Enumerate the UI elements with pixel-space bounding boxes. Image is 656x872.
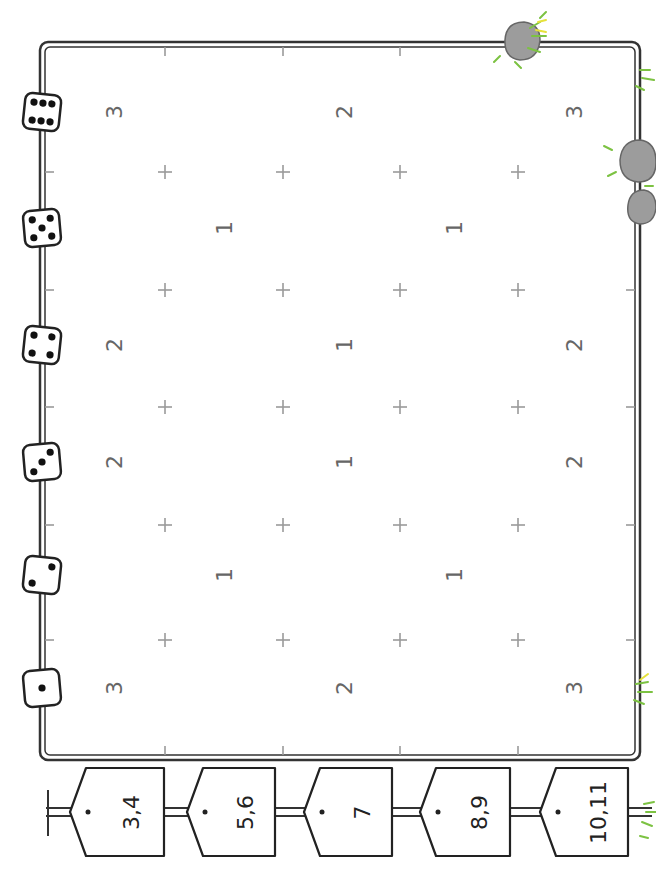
dice-row <box>22 92 62 707</box>
sign-label: 7 <box>350 805 375 819</box>
fence-sign: 5,6 <box>185 766 277 858</box>
cell-value: 2 <box>564 455 586 469</box>
cell-value: 3 <box>564 105 586 119</box>
cell-value: 2 <box>104 455 126 469</box>
sign-label: 10,11 <box>585 781 610 844</box>
cell-value: 1 <box>334 455 356 469</box>
cell-value: 1 <box>444 568 466 582</box>
cell-value: 2 <box>334 681 356 695</box>
sign-outline <box>302 766 394 858</box>
cell-value: 2 <box>334 105 356 119</box>
cell-value: 3 <box>104 105 126 119</box>
sign-label: 8,9 <box>467 795 492 830</box>
cell-value: 2 <box>104 338 126 352</box>
cell-value: 1 <box>214 221 236 235</box>
fence-sign: 3,4 <box>68 766 166 858</box>
cell-value: 2 <box>564 338 586 352</box>
cell-value: 3 <box>564 681 586 695</box>
cell-value: 1 <box>334 338 356 352</box>
board-outline <box>40 42 640 760</box>
fence-sign: 7 <box>302 766 394 858</box>
cell-value: 3 <box>104 681 126 695</box>
sign-label: 5,6 <box>233 795 258 830</box>
sign-outline <box>538 766 630 858</box>
sign-label: 3,4 <box>119 795 144 830</box>
grid-marks <box>45 47 635 755</box>
fence-sign: 10,11 <box>538 766 630 858</box>
cell-value: 1 <box>214 568 236 582</box>
fence-sign: 8,9 <box>418 766 512 858</box>
sign-outline <box>68 766 166 858</box>
grass <box>494 12 656 838</box>
sign-outline <box>418 766 512 858</box>
cell-value: 1 <box>444 221 466 235</box>
sign-outline <box>185 766 277 858</box>
rocks <box>505 22 656 224</box>
